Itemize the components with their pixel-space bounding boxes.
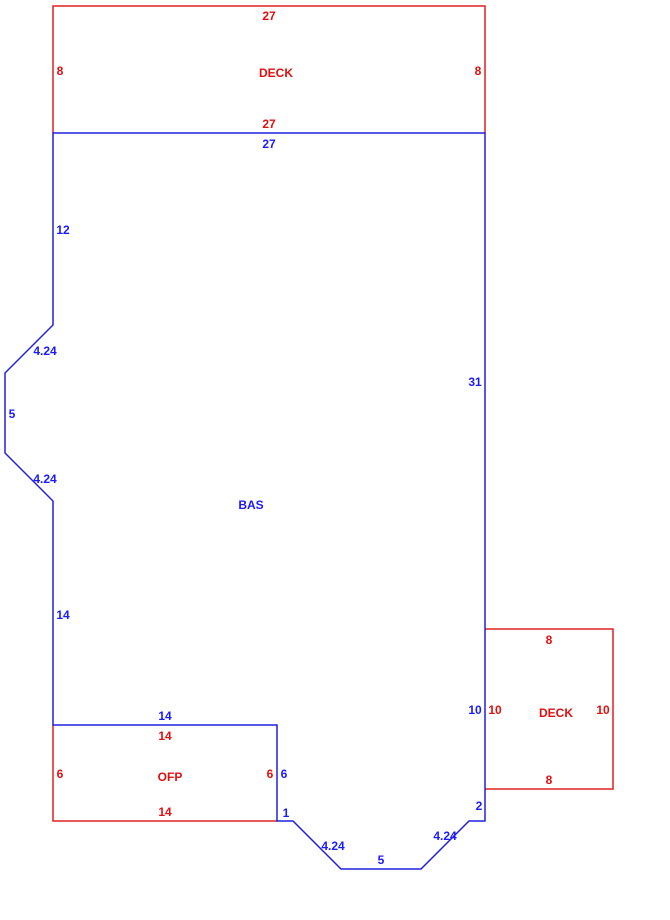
bas-area: 27 12 4.24 5 4.24 BAS 31 14 14 10 6 2 1 … bbox=[4, 132, 486, 870]
deck-right-label: DECK bbox=[539, 706, 573, 720]
deck-top-label: DECK bbox=[259, 66, 293, 80]
bas-label: BAS bbox=[238, 498, 263, 512]
bas-step-dim: 1 bbox=[283, 806, 290, 820]
ofp-left-dim: 6 bbox=[57, 767, 64, 781]
bas-ofp-right-dim: 6 bbox=[281, 767, 288, 781]
bas-bottom-diag-left-dim: 4.24 bbox=[321, 839, 345, 853]
deck-right: 8 10 DECK 10 8 bbox=[485, 628, 614, 790]
bas-outline bbox=[4, 132, 486, 870]
deck-right-top-dim: 8 bbox=[546, 633, 553, 647]
deck-top-top-dim: 27 bbox=[262, 9, 276, 23]
bas-diag-upper-dim: 4.24 bbox=[33, 344, 57, 358]
ofp-right-dim: 6 bbox=[267, 767, 274, 781]
bas-ofp-top-dim: 14 bbox=[158, 709, 172, 723]
bas-bottom-diag-right-dim: 4.24 bbox=[433, 829, 457, 843]
deck-right-outline bbox=[485, 628, 614, 790]
bas-right-dim: 31 bbox=[468, 375, 482, 389]
deck-right-left-dim: 10 bbox=[488, 703, 502, 717]
ofp-area: 14 6 OFP 6 14 bbox=[52, 725, 277, 822]
deck-top-bottom-dim: 27 bbox=[262, 117, 276, 131]
ofp-bottom-dim: 14 bbox=[158, 805, 172, 819]
bas-left-notch-dim: 5 bbox=[9, 407, 16, 421]
deck-top-left-dim: 8 bbox=[57, 64, 64, 78]
deck-right-right-dim: 10 bbox=[596, 703, 610, 717]
bas-diag-lower-dim: 4.24 bbox=[33, 472, 57, 486]
ofp-label: OFP bbox=[158, 770, 183, 784]
ofp-top-dim: 14 bbox=[158, 729, 172, 743]
deck-top-right-dim: 8 bbox=[475, 64, 482, 78]
bas-top-dim: 27 bbox=[262, 137, 276, 151]
bas-bottom-dim: 5 bbox=[378, 853, 385, 867]
bas-left-lower-dim: 14 bbox=[56, 608, 70, 622]
bas-right-step-dim: 2 bbox=[476, 799, 483, 813]
bas-left-upper-dim: 12 bbox=[56, 223, 70, 237]
ofp-outline bbox=[52, 725, 277, 822]
deck-right-bottom-dim: 8 bbox=[546, 773, 553, 787]
deck-top-outline bbox=[52, 5, 486, 133]
bas-right-deck-dim: 10 bbox=[468, 703, 482, 717]
deck-top: 27 8 8 DECK 27 bbox=[52, 5, 486, 133]
